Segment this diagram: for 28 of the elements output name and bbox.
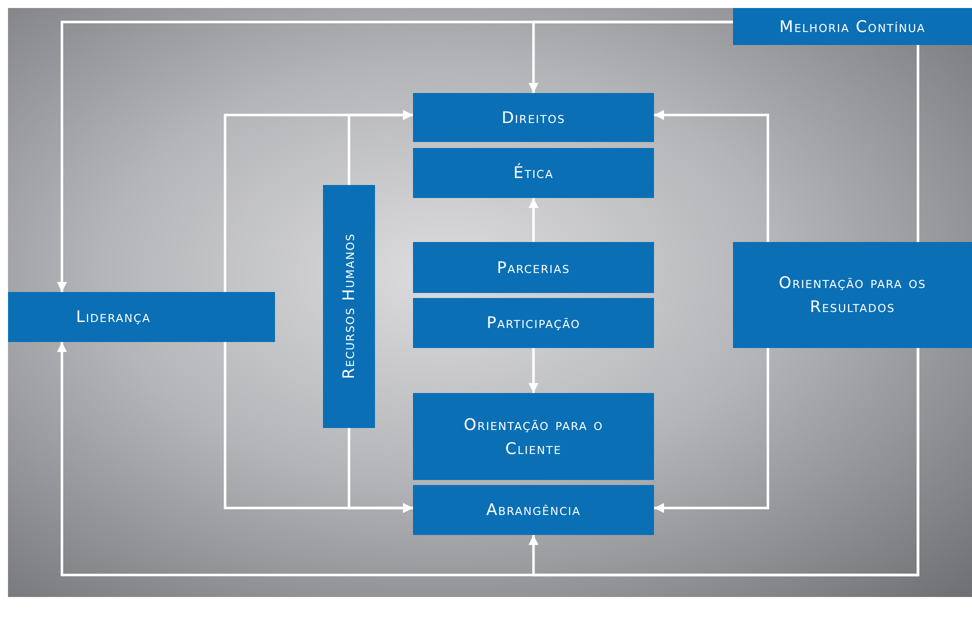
node-label: Orientação para o Cliente <box>462 414 604 460</box>
arrow <box>348 110 413 185</box>
arrow <box>654 110 770 242</box>
process-box <box>323 185 375 428</box>
process-box <box>8 292 275 342</box>
process-box <box>413 93 654 142</box>
arrow <box>528 348 920 576</box>
arrow <box>528 198 538 242</box>
node-label: Recursos Humanos <box>338 233 359 380</box>
node-label: Orientação para os Resultados <box>778 272 928 318</box>
process-box <box>413 148 654 198</box>
node-label: Abrangência <box>486 499 581 521</box>
arrow <box>56 20 733 292</box>
node-label: Parcerias <box>496 256 570 278</box>
process-box <box>413 393 654 480</box>
node-label: Ética <box>513 162 554 184</box>
node-label: Melhoria Contínua <box>779 16 926 38</box>
node-label: Participação <box>486 312 580 334</box>
process-box <box>413 298 654 348</box>
arrow <box>348 428 413 513</box>
node-label: Liderança <box>76 306 151 328</box>
process-box <box>733 8 972 45</box>
process-box <box>413 242 654 293</box>
arrow <box>654 348 770 513</box>
process-box <box>413 485 654 535</box>
node-label: Direitos <box>502 106 566 128</box>
arrow <box>528 348 538 393</box>
process-box <box>733 242 972 348</box>
